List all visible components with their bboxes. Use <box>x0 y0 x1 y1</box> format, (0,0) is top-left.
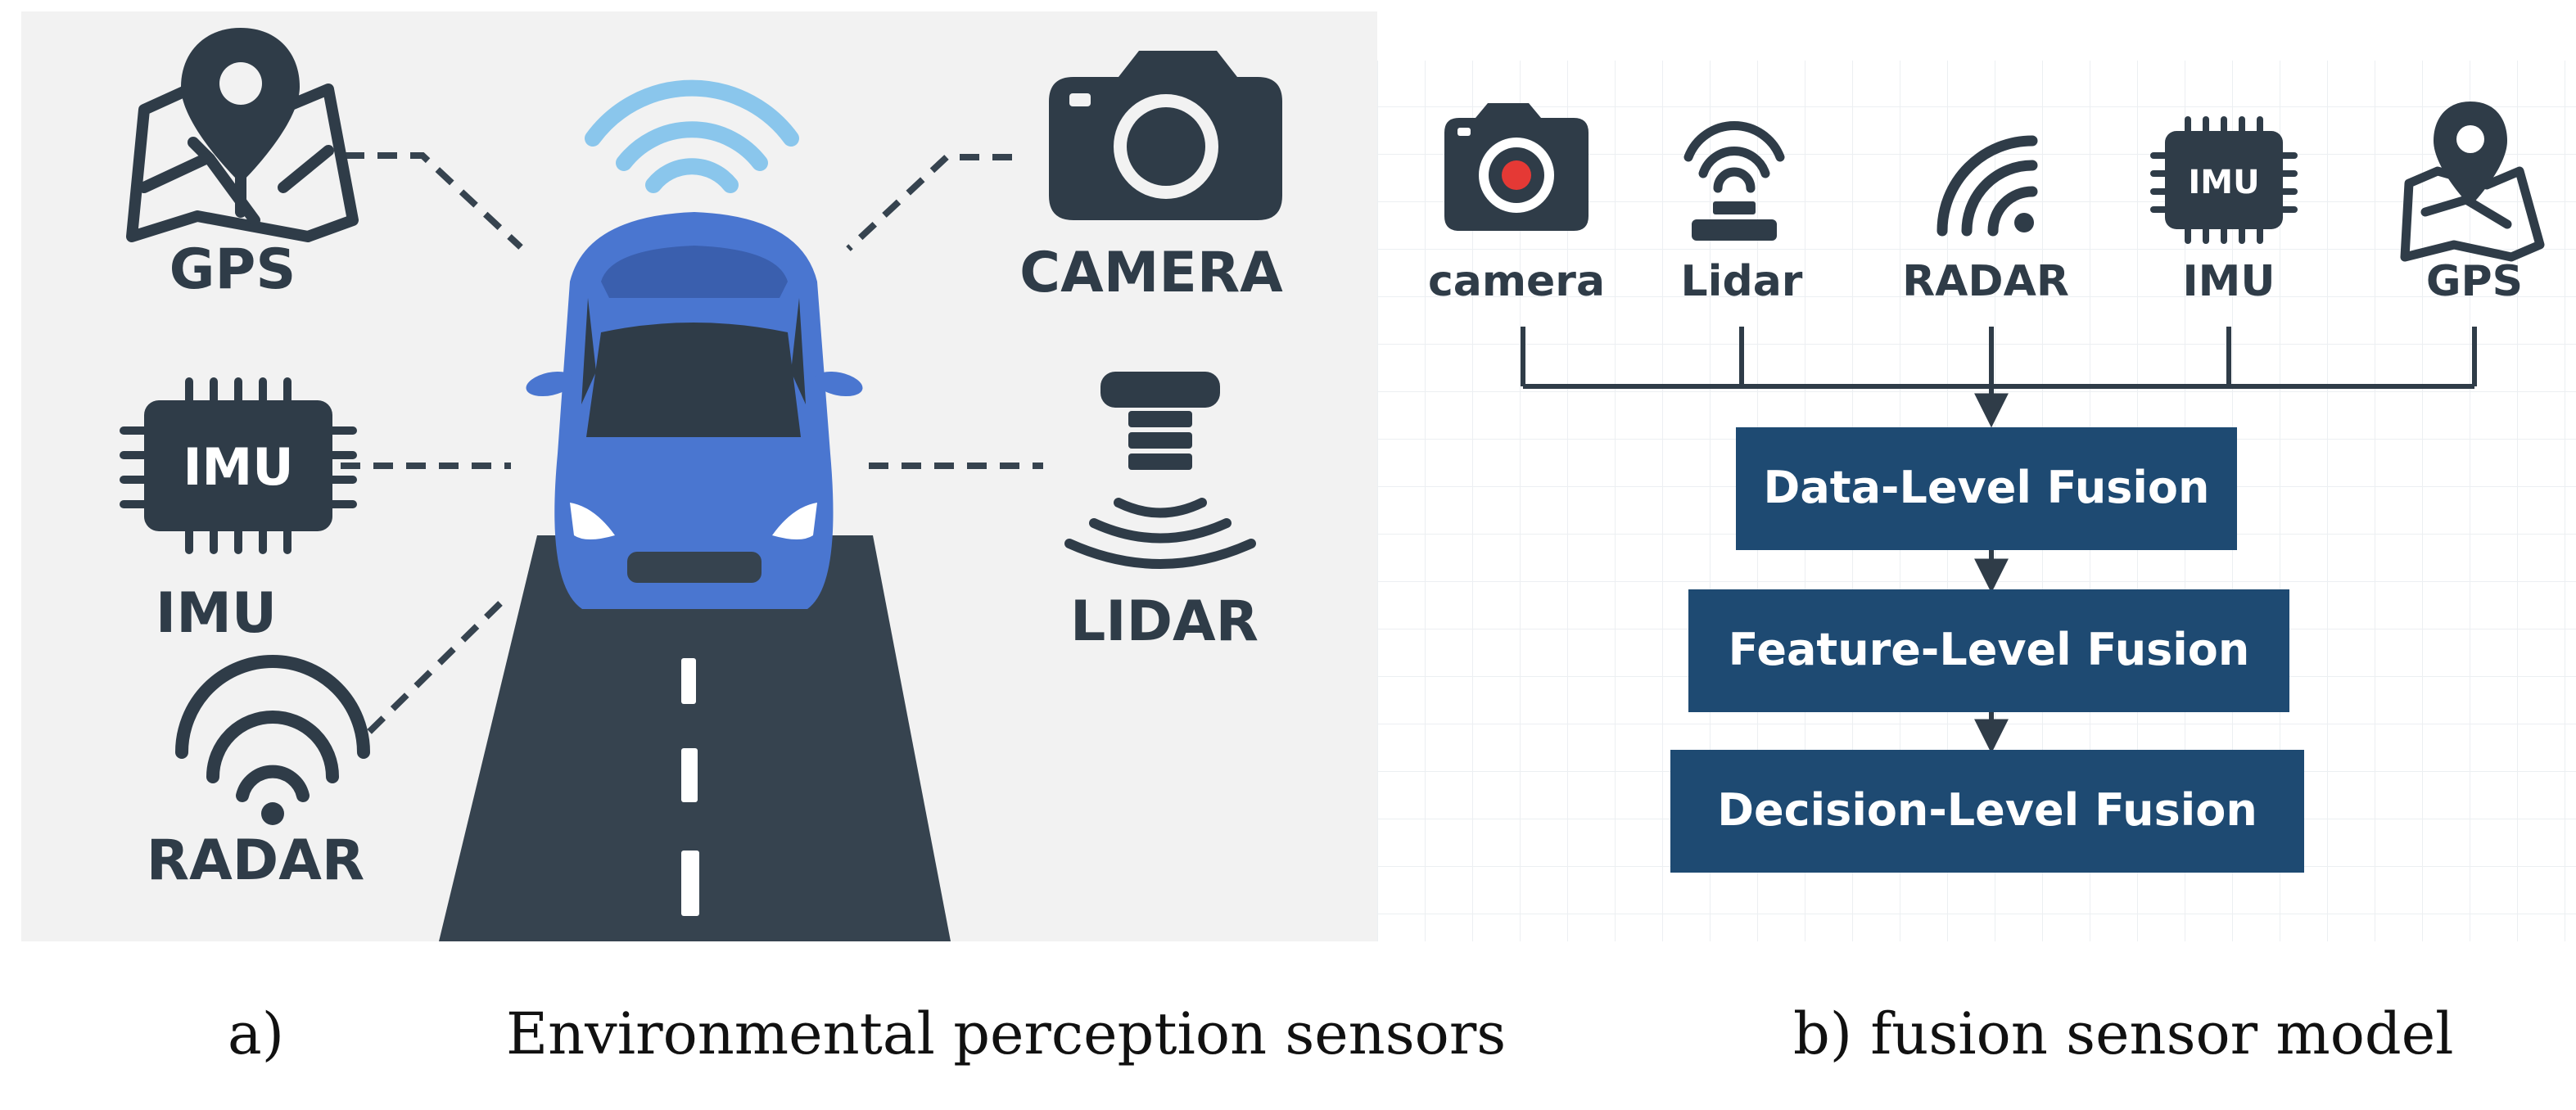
imu-chip-text: IMU <box>2188 164 2259 201</box>
data-level-fusion-box: Data-Level Fusion <box>1736 427 2237 550</box>
decision-level-fusion-label: Decision-Level Fusion <box>1717 784 2257 836</box>
lidar-icon <box>1683 121 1785 241</box>
feature-level-fusion-box: Feature-Level Fusion <box>1688 589 2289 712</box>
radar-icon <box>1937 135 2038 237</box>
caption-a-text: Environmental perception sensors <box>506 1000 1507 1067</box>
wireless-signal-icon <box>585 79 799 193</box>
camera-label: CAMERA <box>1019 241 1283 305</box>
imu-chip-icon: IMU <box>2150 116 2298 244</box>
decision-level-fusion-box: Decision-Level Fusion <box>1670 750 2304 873</box>
imu-chip-text: IMU <box>183 437 293 497</box>
gps-icon <box>2400 102 2545 262</box>
radar-icon <box>175 655 370 825</box>
car-icon <box>526 212 863 609</box>
environmental-sensors-illustration: GPS CAMERA IMU IMU <box>120 28 1283 941</box>
fusion-sensor-model-diagram: camera Lidar RADAR <box>1377 61 2576 941</box>
imu-label: IMU <box>2182 257 2275 306</box>
road <box>439 535 951 941</box>
imu-label: IMU <box>156 581 277 646</box>
radar-label: RADAR <box>147 828 364 893</box>
camera-icon <box>1049 51 1282 220</box>
camera-label: camera <box>1428 257 1605 306</box>
gps-pin-icon <box>181 28 300 183</box>
sensor-connector-lines <box>341 152 1043 734</box>
fusion-sensor-model-panel: camera Lidar RADAR <box>1377 11 2576 941</box>
gps-label: GPS <box>169 237 296 302</box>
lidar-label: Lidar <box>1681 257 1803 306</box>
lane-dash <box>681 658 696 704</box>
lidar-icon <box>1064 372 1256 569</box>
lidar-label: LIDAR <box>1070 589 1259 654</box>
environmental-sensors-panel: GPS CAMERA IMU IMU <box>21 11 1377 941</box>
caption-b: b) fusion sensor model <box>1793 1000 2454 1067</box>
feature-level-fusion-label: Feature-Level Fusion <box>1729 624 2250 675</box>
lane-dash <box>681 851 699 916</box>
radar-label: RADAR <box>1902 257 2069 306</box>
imu-chip-icon: IMU <box>120 377 357 554</box>
gps-label: GPS <box>2426 257 2523 306</box>
lane-dash <box>681 748 698 802</box>
camera-icon <box>1444 103 1589 231</box>
caption-a-letter: a) <box>228 1000 285 1067</box>
data-level-fusion-label: Data-Level Fusion <box>1764 462 2210 513</box>
sensor-bus-lines <box>1521 327 2477 389</box>
